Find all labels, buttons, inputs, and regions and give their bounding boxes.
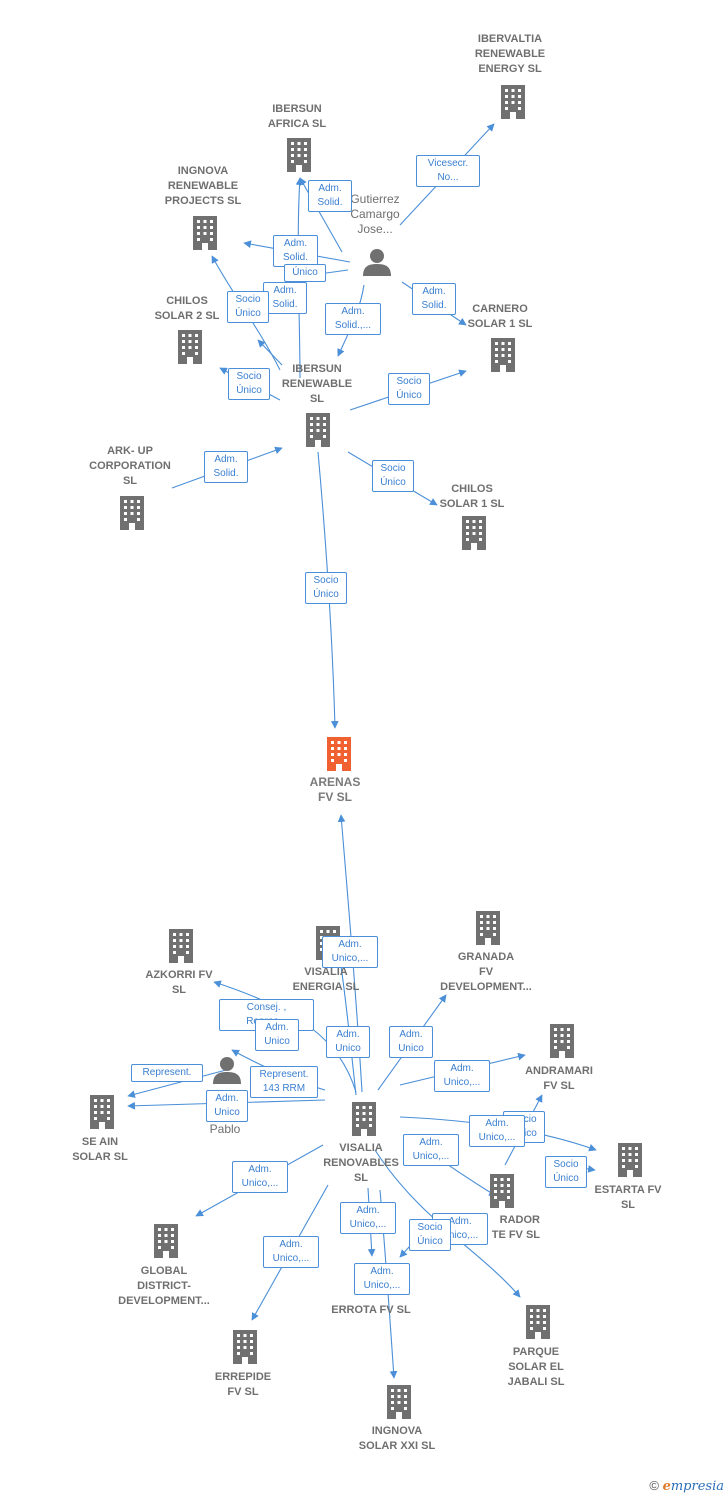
company-label[interactable]: CARNERO SOLAR 1 SL [467,303,533,330]
relation-label[interactable]: Adm. Unico [206,1090,248,1122]
relation-label[interactable]: Adm. Unico [389,1026,433,1058]
building-icon [287,138,311,172]
building-icon [501,85,525,119]
person-icon [213,1057,241,1084]
building-icon [476,911,500,945]
building-icon [462,516,486,550]
relation-label[interactable]: Adm. Unico,... [434,1060,490,1092]
company-label[interactable]: ERREPIDE FV SL [214,1371,272,1398]
building-icon [526,1305,550,1339]
building-icon-highlighted [327,737,351,771]
company-label[interactable]: ARK- UP CORPORATION SL [89,445,171,487]
building-icon [90,1095,114,1129]
company-label[interactable]: RADOR TE FV SL [491,1214,540,1241]
copyright-symbol: © [649,1478,659,1493]
building-icon [491,338,515,372]
building-icon [169,929,193,963]
relation-label[interactable]: Adm. Unico,... [263,1236,319,1268]
company-label[interactable]: ARENAS FV SL [309,775,361,804]
relation-label[interactable]: Adm. Unico,... [232,1161,288,1193]
relation-label[interactable]: Socio Único [305,572,347,604]
relation-label[interactable]: Adm. Solid.,... [325,303,381,335]
company-label[interactable]: INGNOVA SOLAR XXI SL [358,1425,436,1452]
relation-label[interactable]: Adm. Unico [255,1019,299,1051]
relation-label[interactable]: Adm. Solid. [204,451,248,483]
person-icon [363,249,391,276]
company-label[interactable]: GLOBAL DISTRICT- DEVELOPMENT... [118,1265,210,1307]
building-icon [178,330,202,364]
relation-label[interactable]: Adm. Unico,... [322,936,378,968]
building-icon [618,1143,642,1177]
footer-brand[interactable]: © empresia [649,1478,724,1494]
relation-label[interactable]: Socio Único [388,373,430,405]
relation-label[interactable]: Socio Único [372,460,414,492]
relation-label[interactable]: Vicesecr. No... [416,155,480,187]
person-label[interactable]: Pablo [209,1122,241,1136]
company-label[interactable]: ERROTA FV SL [331,1304,411,1316]
company-label[interactable]: GRANADA FV DEVELOPMENT... [440,951,532,993]
building-icon [193,216,217,250]
relation-label[interactable]: Adm. Unico,... [354,1263,410,1295]
company-label[interactable]: ANDRAMARI FV SL [525,1065,593,1092]
relation-label[interactable]: Represent. 143 RRM [250,1066,318,1098]
relation-label[interactable]: Socio Único [227,291,269,323]
company-label[interactable]: VISALIA RENOVABLES SL [323,1142,399,1184]
company-label[interactable]: VISALIA ENERGIA SL [292,966,360,993]
building-icon [352,1102,376,1136]
company-label[interactable]: CHILOS SOLAR 1 SL [439,483,505,510]
relation-label[interactable]: Socio Único [228,368,270,400]
relation-label[interactable]: Adm. Solid. [412,283,456,315]
building-icon [550,1024,574,1058]
relation-label[interactable]: Adm. Unico,... [340,1202,396,1234]
relation-label[interactable]: Socio Único [545,1156,587,1188]
building-icon [387,1385,411,1419]
company-label[interactable]: SE AIN SOLAR SL [72,1136,128,1163]
building-icon [233,1330,257,1364]
relation-label[interactable]: Socio Único [409,1219,451,1251]
company-label[interactable]: CHILOS SOLAR 2 SL [154,295,220,322]
company-label[interactable]: AZKORRI FV SL [145,969,213,996]
relation-label[interactable]: Adm. Unico,... [469,1115,525,1147]
empresia-logo: empresia [662,1479,724,1494]
company-label[interactable]: IBERVALTIA RENEWABLE ENERGY SL [474,33,546,75]
building-icon [154,1224,178,1258]
person-label[interactable]: Gutierrez Camargo Jose... [350,192,400,236]
relation-label[interactable]: Adm. Unico,... [403,1134,459,1166]
relation-label[interactable]: Represent. [131,1064,203,1082]
company-label[interactable]: INGNOVA RENEWABLE PROJECTS SL [164,165,242,207]
company-label[interactable]: ESTARTA FV SL [594,1184,662,1211]
company-label[interactable]: PARQUE SOLAR EL JABALI SL [507,1346,565,1388]
company-label[interactable]: IBERSUN AFRICA SL [267,103,327,130]
building-icon [120,496,144,530]
building-icon [306,413,330,447]
relation-label[interactable]: Adm. Unico [326,1026,370,1058]
company-label[interactable]: IBERSUN RENEWABLE SL [281,363,353,405]
relation-label[interactable]: Único [284,264,326,282]
relation-label[interactable]: Adm. Solid. [263,282,307,314]
relation-label[interactable]: Adm. Solid. [273,235,318,267]
building-icon [490,1174,514,1208]
relation-label[interactable]: Adm. Solid. [308,180,352,212]
